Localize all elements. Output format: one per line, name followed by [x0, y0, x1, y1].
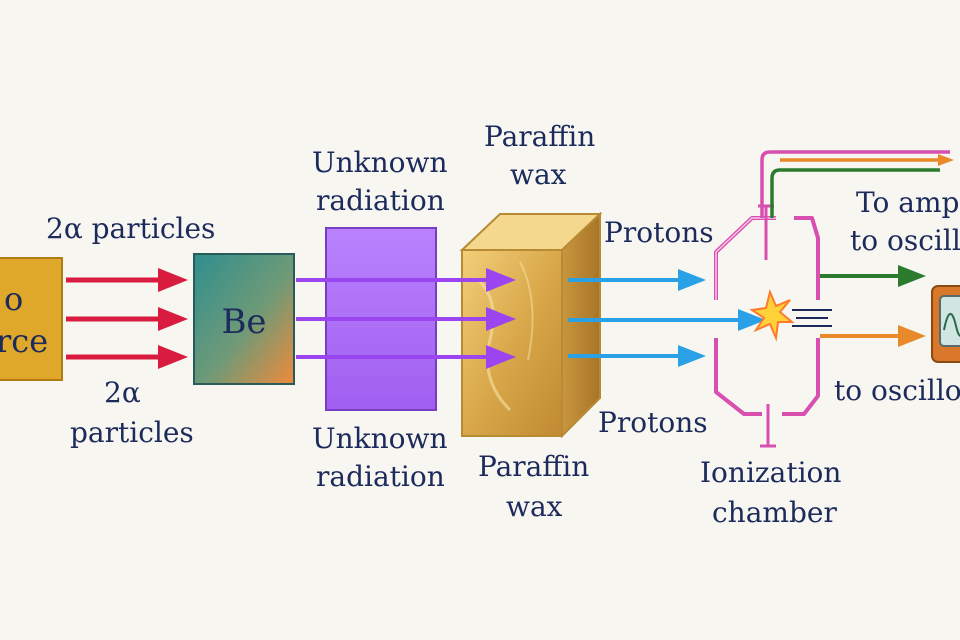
paraffin-bottom-label-line2: wax	[506, 490, 563, 523]
paraffin-bottom-label-line1: Paraffin	[478, 450, 589, 483]
beryllium-label: Be	[221, 302, 266, 342]
paraffin-block	[459, 211, 603, 439]
alpha-bottom-label-line1: 2α	[104, 376, 141, 409]
source-label-line2: rce	[0, 322, 48, 360]
capacitor-icon	[792, 309, 832, 327]
radiation-arrow-1	[296, 268, 516, 292]
radiation-arrow-2	[296, 307, 516, 331]
unknown-bottom-label-line2: radiation	[316, 460, 445, 493]
oscilloscope-icon	[931, 285, 960, 363]
chamber-label-line2: chamber	[712, 496, 837, 529]
amplifier-label-line2: to oscillo	[850, 224, 960, 257]
unknown-top-label-line2: radiation	[316, 184, 445, 217]
radiation-arrow-3	[296, 345, 516, 369]
alpha-top-label: 2α particles	[46, 212, 215, 245]
unknown-bottom-label-line1: Unknown	[312, 422, 448, 455]
alpha-arrows	[66, 268, 188, 369]
paraffin-top-label-line1: Paraffin	[484, 120, 595, 153]
proton-arrow-3	[568, 345, 706, 367]
protons-bottom-label: Protons	[598, 406, 708, 439]
source-label-line1: o	[4, 280, 23, 318]
beryllium-block: Be	[193, 253, 295, 385]
ionization-chamber	[714, 204, 820, 448]
output-wires	[760, 150, 954, 347]
alpha-bottom-label-line2: particles	[70, 416, 194, 449]
chamber-label-line1: Ionization	[700, 456, 841, 489]
protons-top-label: Protons	[604, 216, 714, 249]
alpha-arrow-1	[66, 268, 188, 292]
alpha-arrow-2	[66, 307, 188, 331]
radiation-arrows	[296, 268, 516, 369]
proton-arrow-1	[568, 269, 706, 291]
alpha-arrow-3	[66, 345, 188, 369]
oscillo-bottom-label: to oscillo	[834, 374, 960, 407]
unknown-top-label-line1: Unknown	[312, 146, 448, 179]
paraffin-top-label-line2: wax	[510, 158, 567, 191]
proton-arrows	[568, 269, 766, 367]
amplifier-label-line1: To ampl	[856, 186, 960, 219]
spark-icon	[749, 288, 795, 342]
proton-arrow-2	[568, 309, 766, 331]
source-block: o rce	[0, 257, 63, 381]
